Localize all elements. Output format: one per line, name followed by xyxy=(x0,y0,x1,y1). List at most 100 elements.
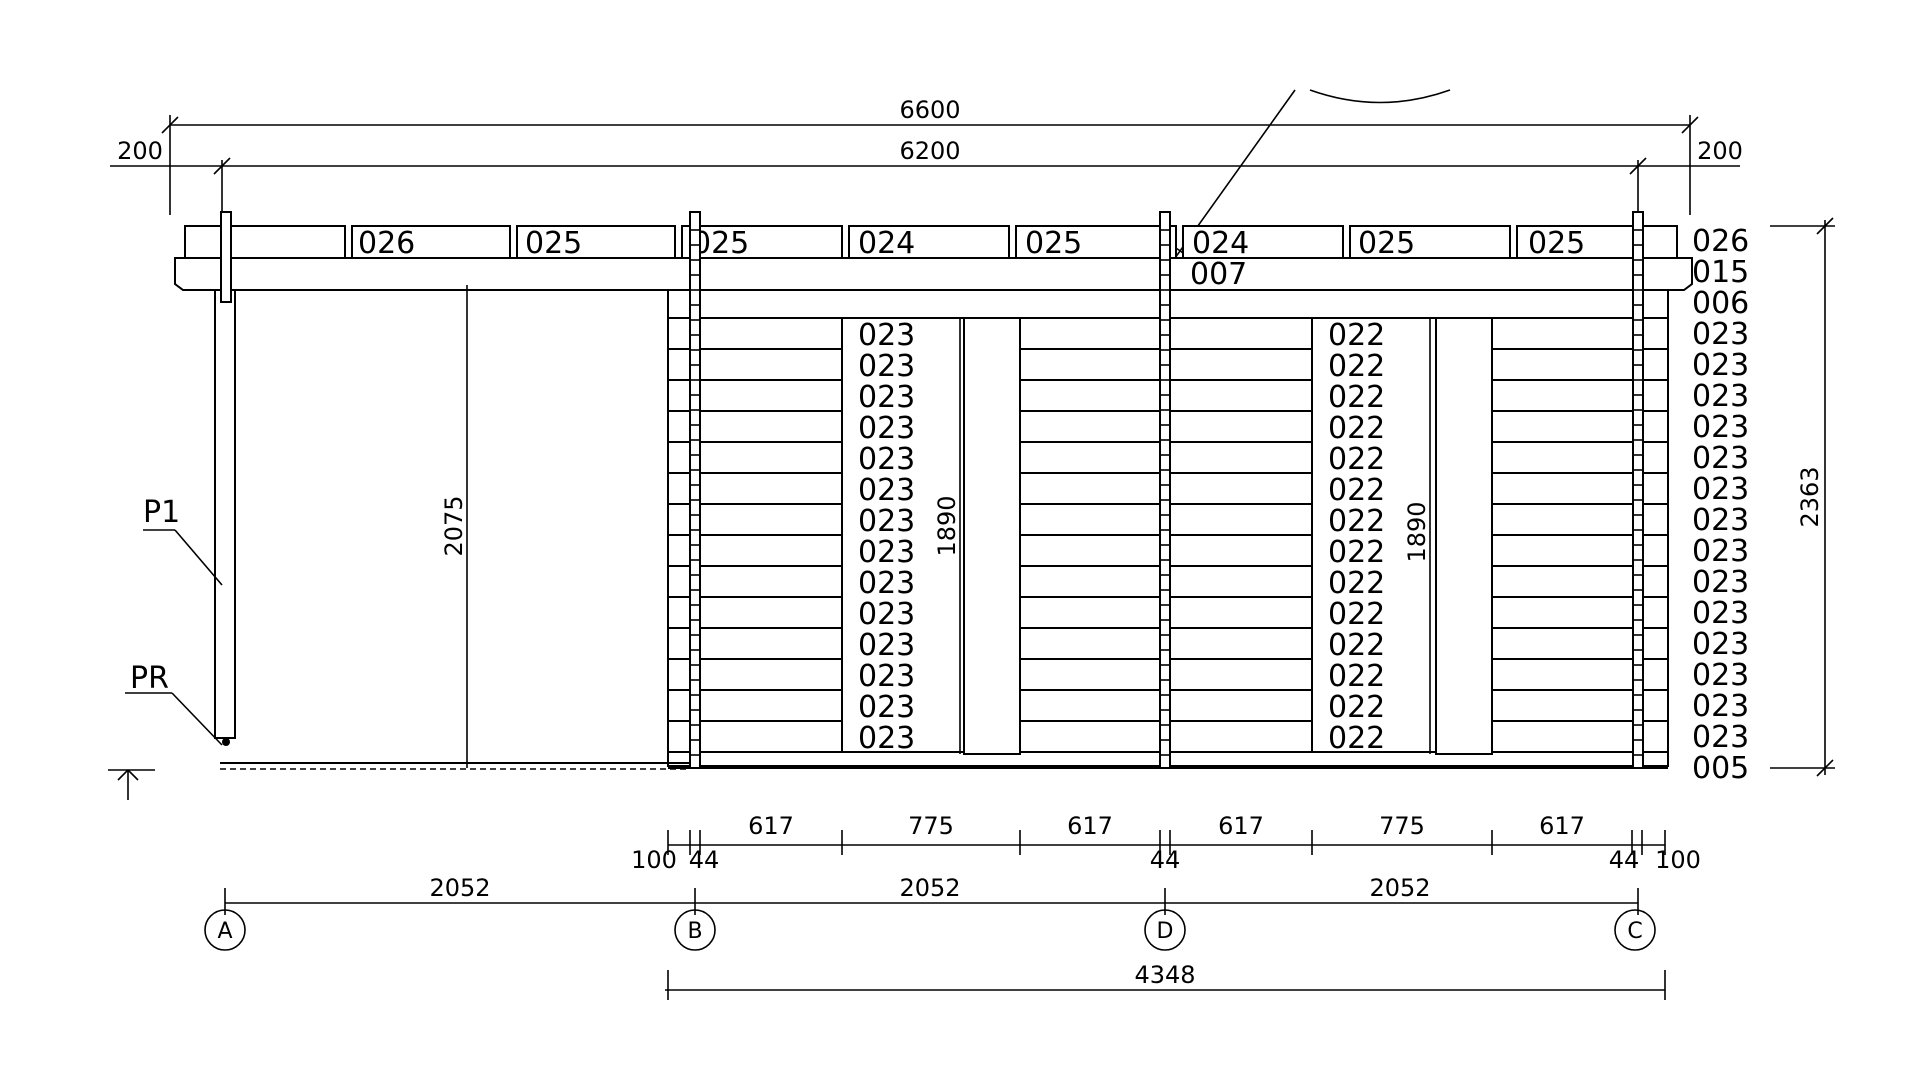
right-part-label: 015 xyxy=(1692,255,1749,290)
roof-board-label: 025 xyxy=(1025,226,1082,261)
right-part-label: 023 xyxy=(1692,534,1749,569)
dim-seg: 775 xyxy=(1379,812,1425,840)
wall-part-label: 022 xyxy=(1328,566,1385,601)
wall-part-label: 023 xyxy=(858,721,915,756)
grid-axes: A B D C xyxy=(204,909,1656,951)
dim-seg: 44 xyxy=(689,846,720,874)
vertical-dimensions: 2075 1890 1890 2363 xyxy=(440,217,1835,777)
right-part-label: 023 xyxy=(1692,503,1749,538)
fascia-board xyxy=(174,257,1693,291)
axis-bubble: B xyxy=(687,919,702,944)
dim-window-right: 1890 xyxy=(1403,501,1431,562)
right-part-label: 023 xyxy=(1692,441,1749,476)
dim-grid-ab: 2052 xyxy=(429,874,490,902)
dim-seg: 775 xyxy=(908,812,954,840)
right-part-label: 023 xyxy=(1692,410,1749,445)
right-part-label: 023 xyxy=(1692,689,1749,724)
dim-grid-dc: 2052 xyxy=(1369,874,1430,902)
wall-part-label: 023 xyxy=(858,411,915,446)
dim-grid-bd: 2052 xyxy=(899,874,960,902)
dim-inner-width: 6200 xyxy=(899,137,960,165)
right-part-label: 023 xyxy=(1692,317,1749,352)
right-part-label: 023 xyxy=(1692,658,1749,693)
dim-overhang-right: 200 xyxy=(1697,137,1743,165)
wall-part-label: 023 xyxy=(858,690,915,725)
wall-part-label: 023 xyxy=(858,504,915,539)
roof-board-label: 024 xyxy=(858,226,915,261)
wall-part-label: 023 xyxy=(858,442,915,477)
axis-bubble: D xyxy=(1157,919,1174,944)
post-callouts: P1 PR xyxy=(125,495,223,746)
right-part-label: 023 xyxy=(1692,348,1749,383)
callout-pr: PR xyxy=(130,661,169,696)
right-part-label: 023 xyxy=(1692,379,1749,414)
deck-line xyxy=(220,762,690,770)
dim-seg: 100 xyxy=(1655,846,1701,874)
callout-p1: P1 xyxy=(143,495,180,530)
corner-post xyxy=(1632,211,1644,769)
corner-post xyxy=(1159,211,1171,769)
wall-part-label: 023 xyxy=(858,597,915,632)
window-openings xyxy=(963,317,1493,755)
wall-part-label: 023 xyxy=(858,349,915,384)
dim-seg: 44 xyxy=(1609,846,1640,874)
wall-part-label: 023 xyxy=(858,535,915,570)
roof-board-label: 025 xyxy=(1528,226,1585,261)
wall-part-label: 023 xyxy=(858,473,915,508)
dim-canopy-height: 2075 xyxy=(440,495,468,556)
right-part-label: 026 xyxy=(1692,224,1749,259)
ground-marker xyxy=(108,769,155,800)
dim-seg: 617 xyxy=(1218,812,1264,840)
dim-seg: 617 xyxy=(1539,812,1585,840)
dim-seg: 100 xyxy=(631,846,677,874)
wall-part-label: 022 xyxy=(1328,411,1385,446)
dim-seg: 617 xyxy=(748,812,794,840)
right-part-label: 023 xyxy=(1692,472,1749,507)
wall-part-label: 023 xyxy=(858,659,915,694)
dim-window-left: 1890 xyxy=(933,495,961,556)
axis-bubble: C xyxy=(1627,919,1642,944)
wall-part-label: 022 xyxy=(1328,659,1385,694)
grid-dimension-line: 2052 2052 2052 xyxy=(224,874,1639,915)
wall-part-label: 022 xyxy=(1328,473,1385,508)
wall-part-label: 022 xyxy=(1328,349,1385,384)
wall-part-label: 022 xyxy=(1328,318,1385,353)
dim-seg: 617 xyxy=(1067,812,1113,840)
wall-part-label: 023 xyxy=(858,318,915,353)
dim-overall-height: 2363 xyxy=(1796,466,1824,527)
roof-top-row xyxy=(184,225,1678,259)
wall-part-label: 023 xyxy=(858,628,915,663)
right-part-label: 023 xyxy=(1692,720,1749,755)
total-dimension: 4348 xyxy=(665,961,1666,1000)
right-part-label: 023 xyxy=(1692,596,1749,631)
right-part-label: 023 xyxy=(1692,627,1749,662)
roof-top-row-labels: 026 025 025 024 025 024 025 025 xyxy=(358,226,1585,261)
axis-bubble: A xyxy=(217,919,232,944)
roof-board-label: 025 xyxy=(692,226,749,261)
wall-part-label: 022 xyxy=(1328,690,1385,725)
top-dimensions: 6600 6200 200 200 xyxy=(110,96,1743,215)
corner-post xyxy=(689,211,701,769)
wall-part-label: 022 xyxy=(1328,628,1385,663)
wall-part-label: 022 xyxy=(1328,721,1385,756)
segment-dimension-chain: 100 44 617 775 617 44 617 775 617 44 100 xyxy=(631,812,1701,874)
wall-part-label: 022 xyxy=(1328,380,1385,415)
roof-board-label: 025 xyxy=(1358,226,1415,261)
right-part-label: 006 xyxy=(1692,286,1749,321)
roof-board-label: 026 xyxy=(358,226,415,261)
right-part-labels: 0260150060230230230230230230230230230230… xyxy=(1692,224,1749,786)
dim-seg: 44 xyxy=(1150,846,1181,874)
roof-board-label: 025 xyxy=(525,226,582,261)
dim-overhang-left: 200 xyxy=(117,137,163,165)
wall-part-label: 022 xyxy=(1328,504,1385,539)
roof-board-label: 024 xyxy=(1192,226,1249,261)
wall-part-label: 022 xyxy=(1328,442,1385,477)
wall-part-label: 022 xyxy=(1328,597,1385,632)
dim-overall-width: 6600 xyxy=(899,96,960,124)
wall-part-label: 023 xyxy=(858,380,915,415)
wall-part-label: 023 xyxy=(858,566,915,601)
canopy-post xyxy=(214,211,236,746)
fascia-label: 007 xyxy=(1190,257,1247,292)
